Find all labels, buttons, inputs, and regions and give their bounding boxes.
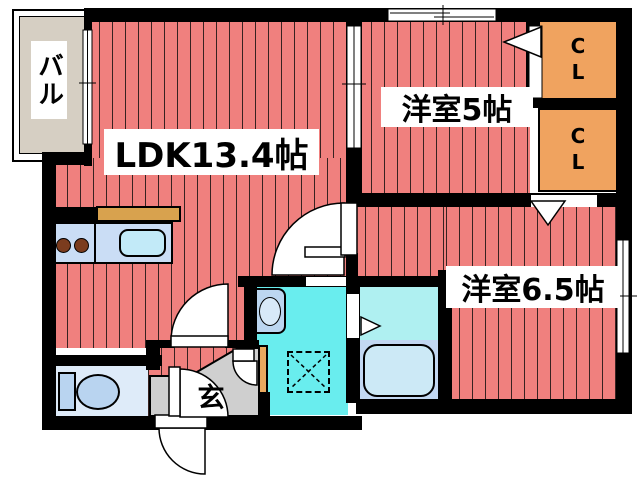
- door-arc: [179, 368, 229, 418]
- window-balcony: [79, 29, 96, 145]
- toilet-tank: [58, 372, 76, 411]
- door-leaf: [340, 202, 358, 256]
- washing-machine-space: [287, 351, 330, 393]
- toilet-bowl: [76, 374, 120, 410]
- door-arc: [170, 283, 229, 342]
- kitchen-sink: [119, 229, 166, 257]
- door-leaf: [168, 366, 181, 417]
- wall: [244, 285, 257, 350]
- room65-label: 洋室6.5帖: [446, 266, 620, 308]
- closet1-label: CL: [566, 34, 590, 86]
- ldk-label: LDK13.4帖: [104, 129, 319, 176]
- closet2-label: CL: [566, 124, 590, 176]
- doorway-gap: [347, 294, 359, 338]
- bathtub: [363, 344, 435, 397]
- closet-2: [538, 108, 618, 192]
- door-leaf: [304, 246, 346, 258]
- entrance-label: 玄: [197, 382, 225, 414]
- sliding-door-ldk-room5: [342, 25, 366, 149]
- wall: [526, 100, 632, 108]
- balcony-label: バル: [31, 41, 67, 119]
- stove-burner-1: [56, 238, 71, 253]
- closet-1: [538, 18, 618, 100]
- closet2-door-triangle: [529, 200, 567, 227]
- wall: [146, 340, 174, 348]
- door-arc: [271, 202, 345, 276]
- doorway-gap: [306, 277, 346, 286]
- window-top: [387, 5, 497, 25]
- door-arc: [158, 427, 206, 475]
- washbasin-bowl: [259, 297, 281, 326]
- window-right: [612, 239, 637, 354]
- door-leaf: [170, 335, 229, 348]
- washing-machine-cross: [290, 354, 327, 389]
- kitchen-unit-divider: [94, 222, 96, 264]
- closet1-door-triangle: [502, 25, 542, 59]
- room-65-corridor: [352, 200, 452, 288]
- wall: [225, 340, 259, 348]
- room5-label: 洋室5帖: [381, 87, 533, 128]
- wall: [54, 207, 98, 222]
- stove-burner-2: [74, 238, 89, 253]
- door-leaf: [232, 348, 255, 362]
- bathroom-door-triangle: [360, 315, 382, 337]
- door-arc: [232, 360, 258, 386]
- bathroom-floor-upper: [358, 283, 440, 343]
- wall: [42, 355, 162, 366]
- wall: [356, 399, 632, 414]
